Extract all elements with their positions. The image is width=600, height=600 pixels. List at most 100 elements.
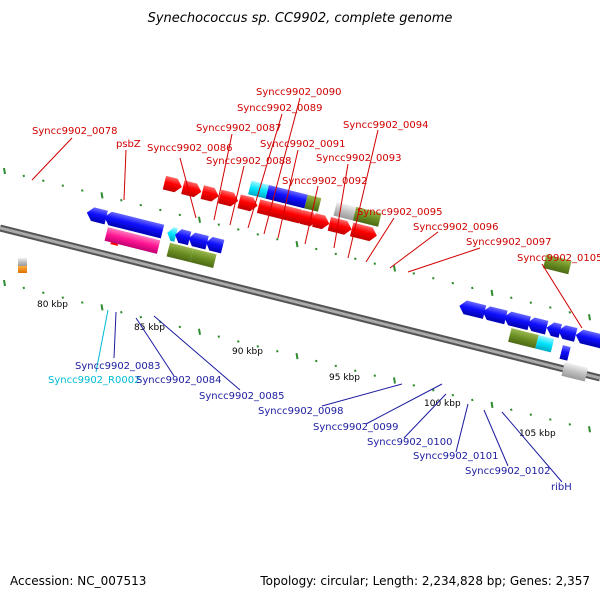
- tick-mark: [237, 340, 240, 343]
- tick-mark: [100, 304, 104, 311]
- tick-mark: [120, 198, 123, 202]
- gene-label[interactable]: Syncc9902_0094: [343, 120, 429, 131]
- tick-mark: [451, 281, 455, 285]
- tick-mark: [178, 213, 182, 217]
- gene-arrow[interactable]: [481, 305, 508, 325]
- gene-box[interactable]: [352, 206, 382, 227]
- gene-label[interactable]: Syncc9902_0100: [367, 437, 453, 448]
- gene-label[interactable]: psbZ: [116, 139, 141, 150]
- gene-arrow[interactable]: [327, 217, 354, 236]
- tick-mark: [393, 265, 396, 272]
- gene-label[interactable]: Syncc9902_0083: [75, 361, 161, 372]
- gene-label[interactable]: Syncc9902_0086: [147, 143, 233, 154]
- gene-arrow[interactable]: [218, 189, 240, 208]
- gene-arrow[interactable]: [312, 213, 331, 230]
- gene-box[interactable]: [304, 194, 322, 212]
- gene-label[interactable]: Syncc9902_0085: [199, 391, 285, 402]
- gene-arrow[interactable]: [181, 180, 203, 198]
- gene-label[interactable]: Syncc9902_0088: [206, 156, 292, 167]
- reverse-strand-genes: [18, 206, 600, 382]
- gene-box[interactable]: [248, 180, 269, 199]
- tick-mark: [22, 286, 26, 290]
- tick-mark: [42, 291, 45, 295]
- tick-mark: [276, 349, 279, 353]
- gene-box[interactable]: [18, 266, 27, 273]
- gene-arrow[interactable]: [545, 321, 562, 338]
- gene-label[interactable]: Syncc9902_0084: [136, 375, 222, 386]
- gene-arrow[interactable]: [173, 228, 192, 246]
- gene-arrow[interactable]: [458, 299, 487, 319]
- gene-label[interactable]: Syncc9902_0092: [282, 176, 368, 187]
- scale-labels: 80 kbp 85 kbp 90 kbp 95 kbp 100 kbp 105 …: [37, 300, 556, 439]
- gene-label[interactable]: Syncc9902_0091: [260, 139, 346, 150]
- gene-arrow[interactable]: [204, 236, 225, 254]
- gene-box[interactable]: [543, 254, 572, 275]
- tick-mark: [42, 179, 45, 183]
- forward-strand-genes: [110, 175, 572, 275]
- top-gene-label-text: Syncc9902_0078 psbZ Syncc9902_0086 Syncc…: [32, 87, 600, 264]
- gene-arrow[interactable]: [200, 185, 221, 203]
- gene-arrow[interactable]: [103, 210, 165, 239]
- tick-mark: [490, 401, 494, 409]
- gene-box[interactable]: [508, 328, 539, 349]
- gene-label[interactable]: Syncc9902_0087: [196, 123, 282, 134]
- gene-box[interactable]: [333, 202, 357, 221]
- gene-label[interactable]: Syncc9902_0101: [413, 451, 499, 462]
- tick-mark: [198, 328, 201, 335]
- gene-label[interactable]: Syncc9902_0099: [313, 422, 399, 433]
- top-gene-labels: [31, 97, 583, 329]
- scale-label: 80 kbp: [37, 300, 68, 310]
- gene-label[interactable]: ribH: [551, 482, 572, 493]
- gene-label[interactable]: Syncc9902_R0002: [48, 375, 140, 386]
- gene-box[interactable]: [189, 248, 217, 268]
- gene-label[interactable]: Syncc9902_0096: [413, 222, 499, 233]
- gene-box[interactable]: [559, 345, 571, 361]
- tick-mark: [549, 306, 552, 309]
- genome-title: Synechococcus sp. CC9902, complete genom…: [148, 11, 453, 26]
- gene-arrow[interactable]: [162, 175, 184, 194]
- gene-box[interactable]: [561, 362, 589, 382]
- gene-arrow[interactable]: [237, 194, 259, 212]
- tick-mark: [354, 369, 357, 373]
- tick-mark: [81, 189, 84, 192]
- gene-arrow[interactable]: [349, 222, 379, 243]
- gene-arrow[interactable]: [166, 226, 178, 242]
- gene-label[interactable]: Syncc9902_0098: [258, 406, 344, 417]
- tick-mark: [471, 398, 474, 402]
- gene-box[interactable]: [535, 334, 555, 353]
- upper-tick-track: [3, 167, 591, 321]
- tick-mark: [432, 276, 435, 280]
- scale-label: 100 kbp: [424, 399, 461, 409]
- tick-mark: [139, 203, 143, 207]
- gene-arrow[interactable]: [526, 316, 549, 335]
- gene-arrow[interactable]: [557, 324, 578, 342]
- gene-box[interactable]: [265, 185, 308, 209]
- tick-mark: [237, 228, 240, 231]
- gene-label[interactable]: Syncc9902_0102: [465, 466, 551, 477]
- tick-mark: [315, 359, 318, 363]
- gene-label[interactable]: Syncc9902_0097: [466, 237, 552, 248]
- genome-backbone: [0, 224, 600, 382]
- gene-arrow[interactable]: [187, 231, 209, 250]
- gene-arrow[interactable]: [299, 210, 320, 228]
- gene-arrow[interactable]: [85, 206, 108, 225]
- tick-mark: [568, 311, 572, 314]
- scale-label: 85 kbp: [134, 323, 165, 333]
- tick-mark: [393, 377, 396, 384]
- tick-mark: [22, 174, 26, 178]
- gene-arrow[interactable]: [502, 310, 531, 331]
- gene-label[interactable]: Syncc9902_0095: [357, 207, 443, 218]
- gene-box[interactable]: [18, 258, 27, 266]
- gene-arrow[interactable]: [256, 199, 308, 224]
- gene-box[interactable]: [104, 227, 161, 254]
- gene-label[interactable]: Syncc9902_0093: [316, 153, 402, 164]
- gene-arrow[interactable]: [574, 328, 600, 349]
- gene-label[interactable]: Syncc9902_0105: [517, 253, 600, 264]
- tick-mark: [432, 388, 435, 392]
- gene-label[interactable]: Syncc9902_0090: [256, 87, 342, 98]
- tick-mark: [295, 352, 299, 360]
- tick-mark: [315, 247, 318, 251]
- gene-label[interactable]: Syncc9902_0078: [32, 126, 118, 137]
- gene-label[interactable]: Syncc9902_0089: [237, 103, 323, 114]
- gene-box[interactable]: [166, 242, 194, 263]
